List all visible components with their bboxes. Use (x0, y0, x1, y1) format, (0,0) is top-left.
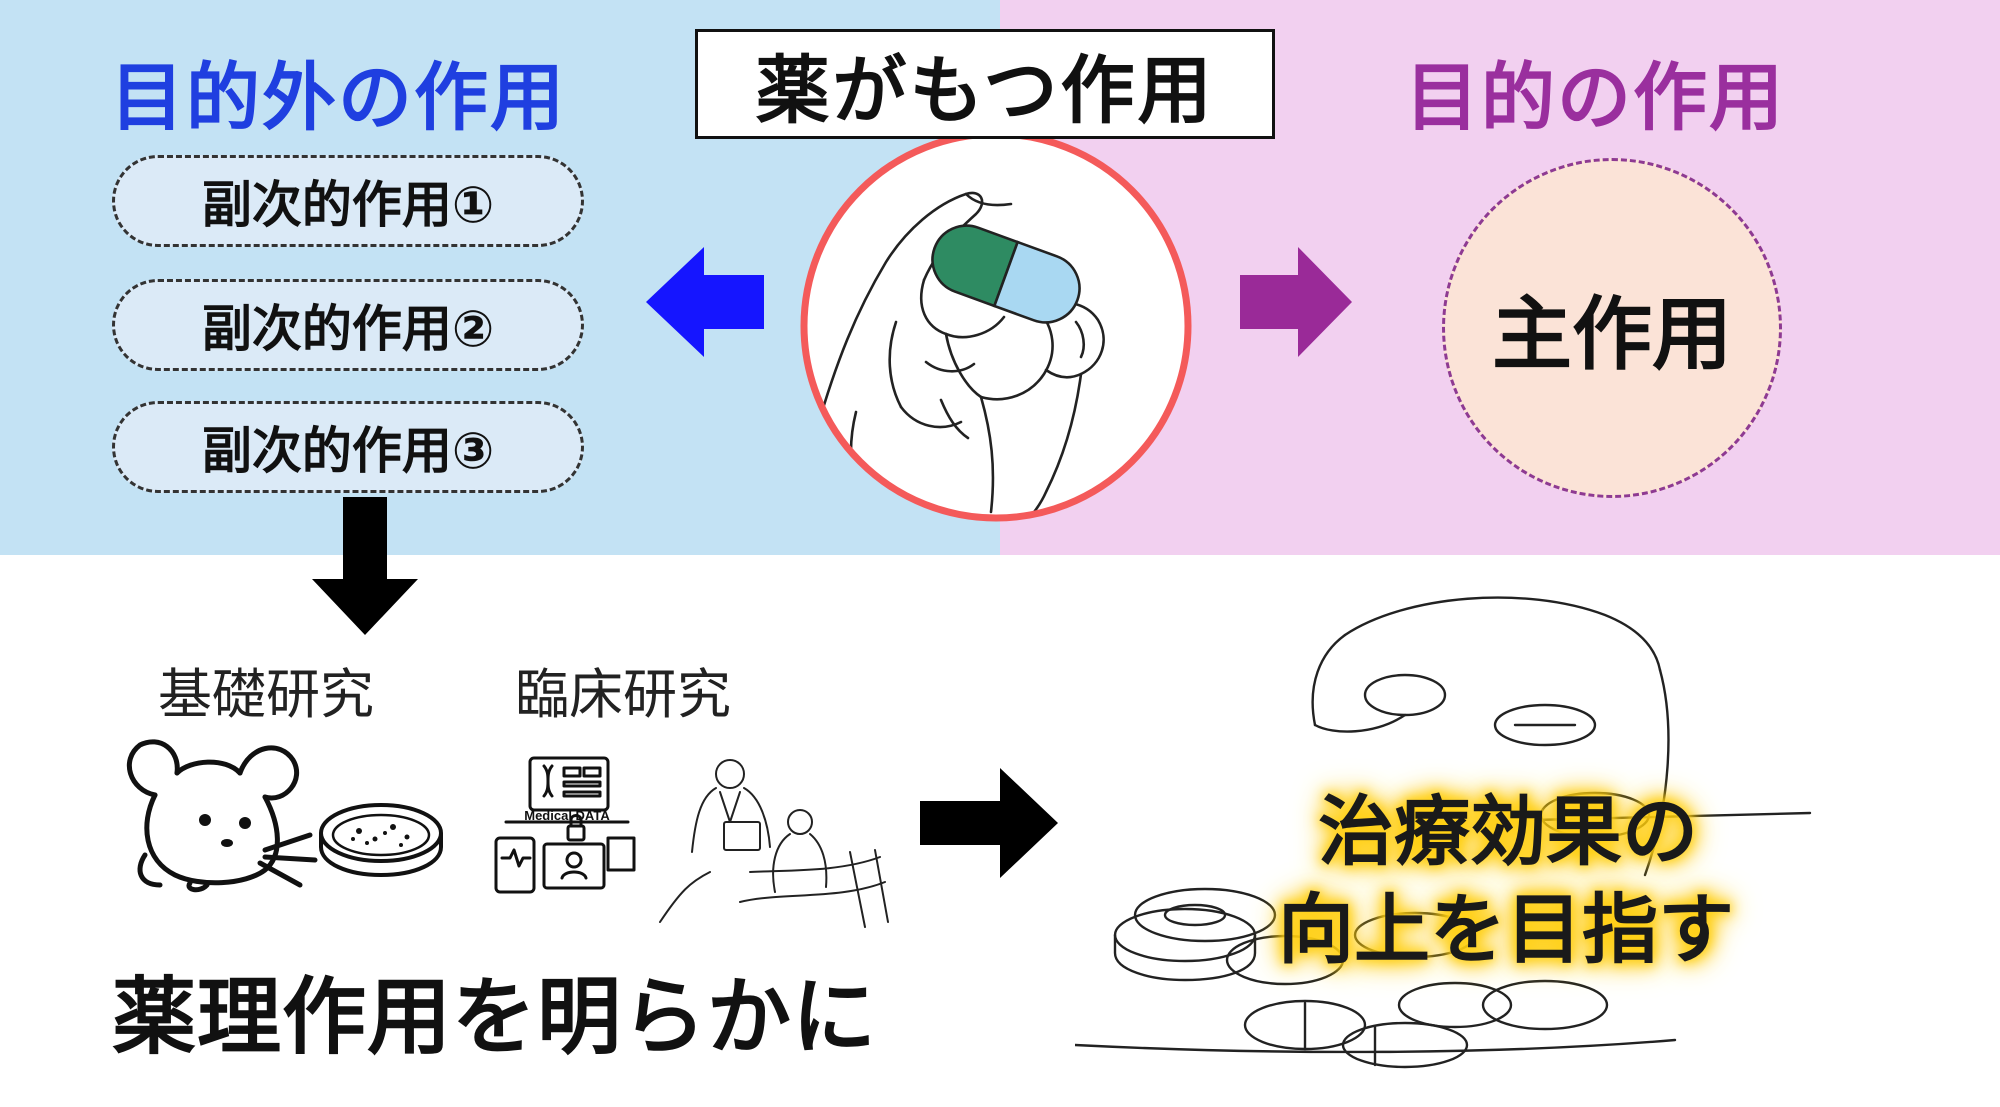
goal-text-line1: 治療効果の (1318, 787, 1698, 876)
basic-research-label: 基礎研究 (158, 663, 374, 726)
goal-text-line2: 向上を目指す (1278, 885, 1734, 974)
center-title: 薬がもつ作用 (695, 29, 1275, 139)
petri-dish-icon (319, 803, 443, 878)
arrow-left-icon (646, 247, 764, 357)
off-target-heading: 目的外の作用 (110, 55, 566, 141)
on-target-heading: 目的の作用 (1405, 55, 1785, 141)
main-effect-circle: 主作用 (1442, 158, 1782, 498)
main-effect-label: 主作用 (1492, 288, 1732, 381)
side-effect-1: 副次的作用① (112, 155, 584, 247)
capsule-icon (931, 224, 1081, 324)
mouse-icon (126, 739, 318, 893)
arrow-down-icon (312, 497, 418, 635)
reveal-pharmacology-text: 薬理作用を明らかに (112, 968, 878, 1066)
doctor-patient-icon (659, 759, 889, 928)
pill-bottle-icon (1075, 596, 1812, 1069)
arrow-right-icon (1240, 247, 1352, 357)
medical-data-label: Medical DATA (524, 808, 610, 823)
side-effect-2: 副次的作用② (112, 279, 584, 371)
clinical-research-label: 臨床研究 (515, 663, 731, 726)
hand-capsule-illustration (800, 130, 1192, 522)
arrow-right-big-icon (920, 768, 1058, 878)
side-effect-3: 副次的作用③ (112, 401, 584, 493)
medical-data-icon: Medical DATA (494, 756, 636, 894)
